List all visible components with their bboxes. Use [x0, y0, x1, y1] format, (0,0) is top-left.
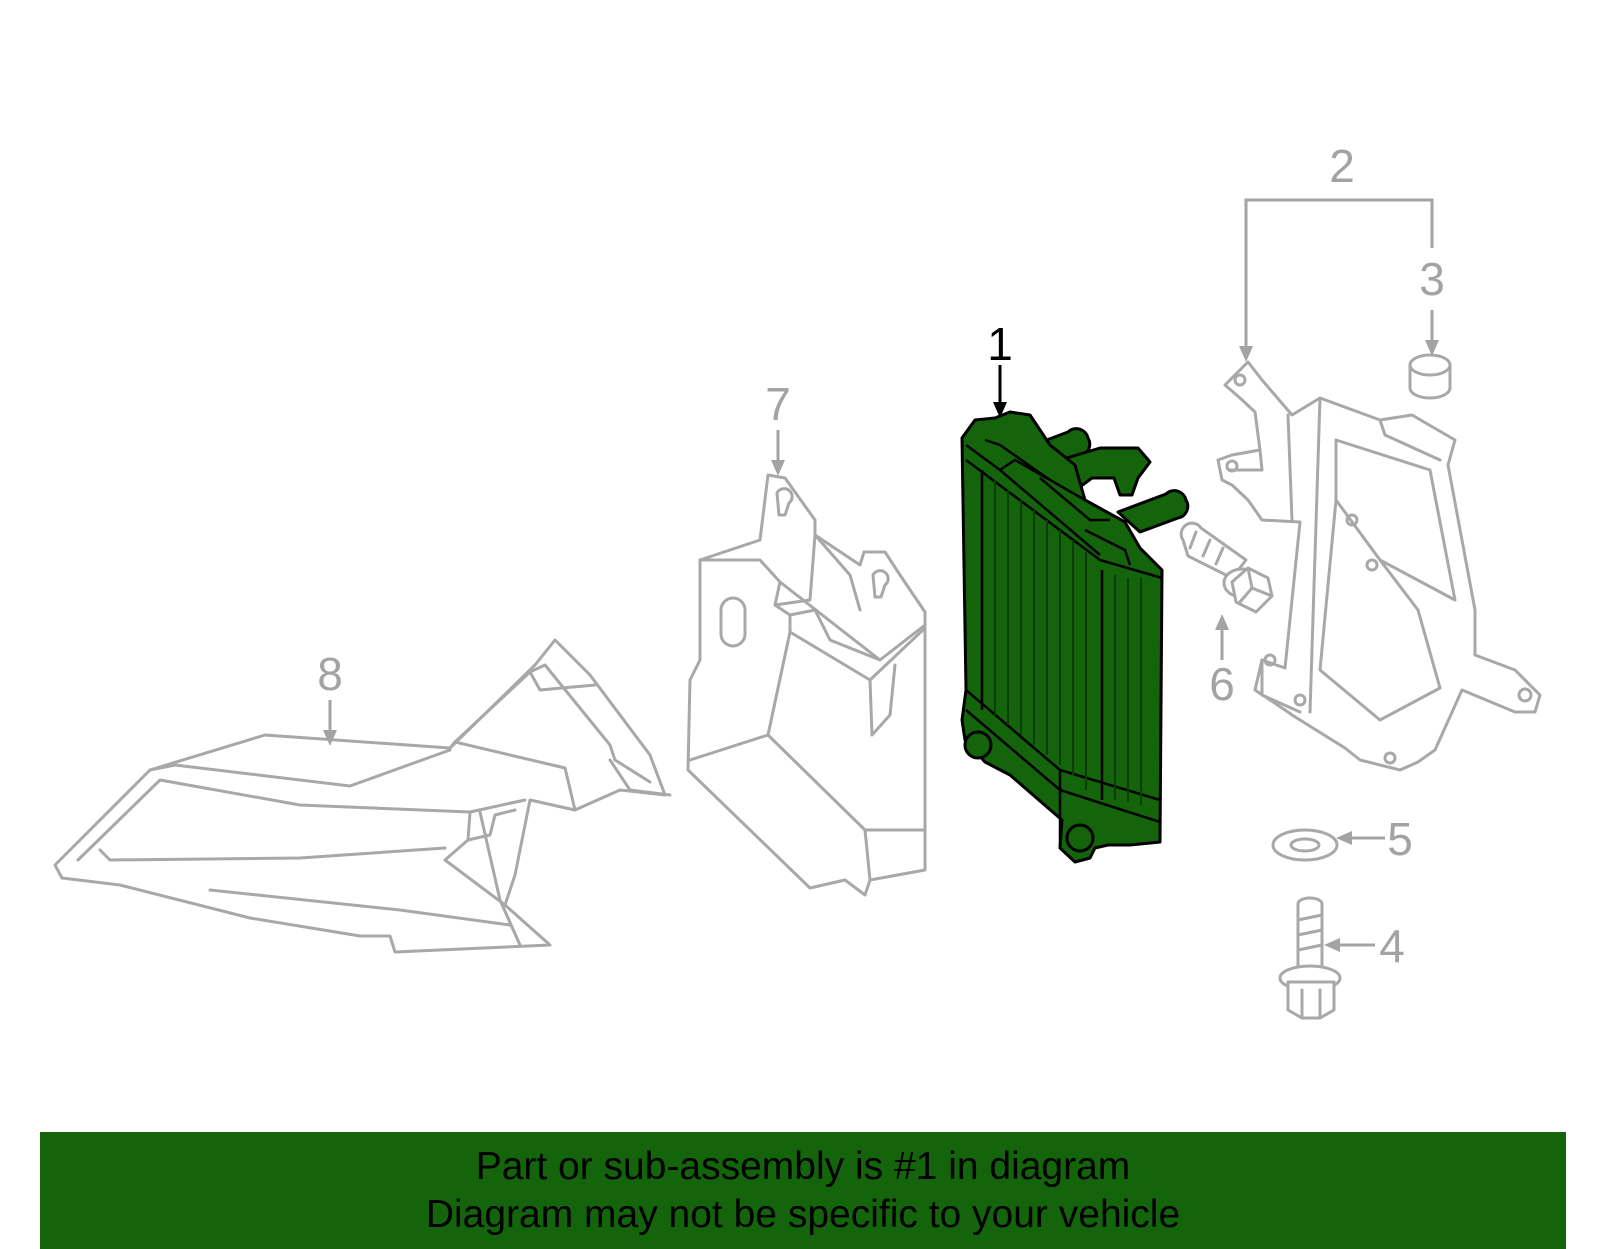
leader-line-2 [1239, 198, 1434, 362]
callout-7: 7 [765, 378, 791, 430]
callout-8: 8 [317, 648, 343, 700]
part-5-washer[interactable] [1271, 828, 1339, 862]
leader-line-8 [323, 700, 337, 746]
leader-line-5 [1336, 831, 1385, 845]
callout-4: 4 [1379, 920, 1405, 972]
part-2-bracket[interactable] [1216, 360, 1542, 772]
leader-line-7 [771, 430, 785, 476]
banner-line-part-note: Part or sub-assembly is #1 in diagram [475, 1144, 1131, 1188]
part-8-air-deflector[interactable] [53, 638, 672, 954]
info-banner: Part or sub-assembly is #1 in diagram Di… [40, 1132, 1566, 1249]
callout-5: 5 [1387, 813, 1413, 865]
part-6-bolt[interactable] [1179, 521, 1274, 614]
leader-line-1 [993, 365, 1007, 418]
callout-3: 3 [1419, 253, 1445, 305]
part-4-bolt[interactable] [1278, 896, 1342, 1020]
part-3-grommet[interactable] [1408, 353, 1452, 400]
leader-line-6 [1215, 614, 1229, 660]
part-7-air-guide[interactable] [686, 473, 927, 897]
callout-2: 2 [1329, 140, 1355, 192]
leader-line-3 [1425, 310, 1439, 356]
callout-6: 6 [1209, 658, 1235, 710]
banner-line-disclaimer: Diagram may not be specific to your vehi… [425, 1192, 1181, 1236]
leader-line-4 [1324, 938, 1375, 952]
callout-1: 1 [987, 318, 1013, 370]
part-1-cooler[interactable] [960, 410, 1190, 864]
